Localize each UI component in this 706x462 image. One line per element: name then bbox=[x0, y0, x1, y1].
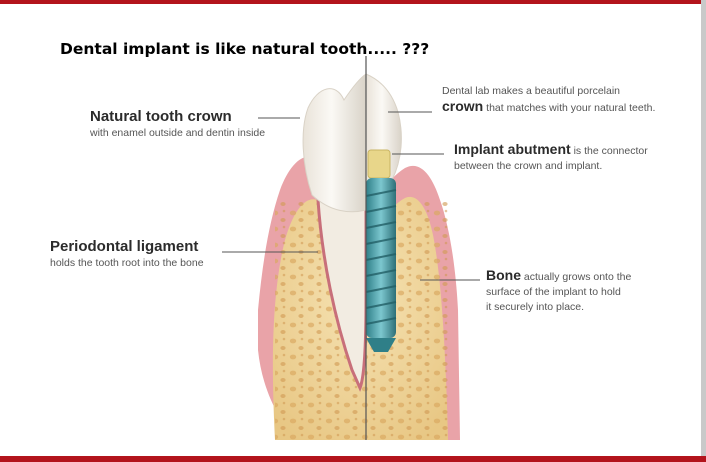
label-lab-crown: Dental lab makes a beautiful porcelain c… bbox=[442, 84, 655, 116]
bone-line2: surface of the implant to hold bbox=[486, 286, 621, 298]
bone-rest: actually grows onto the bbox=[521, 271, 631, 283]
bone-bold: Bone bbox=[486, 267, 521, 283]
bone-line3: it securely into place. bbox=[486, 301, 584, 313]
label-natural-crown: Natural tooth crown with enamel outside … bbox=[90, 108, 265, 139]
abutment-bold: Implant abutment bbox=[454, 141, 571, 157]
ligament-sub: holds the tooth root into the bone bbox=[50, 257, 204, 269]
label-bone: Bone actually grows onto the surface of … bbox=[486, 268, 631, 315]
natural-crown-title: Natural tooth crown bbox=[90, 108, 265, 125]
lab-crown-rest: that matches with your natural teeth. bbox=[483, 102, 655, 114]
abutment-rest: is the connector bbox=[571, 145, 648, 157]
headline: Dental implant is like natural tooth....… bbox=[60, 40, 429, 58]
label-abutment: Implant abutment is the connector betwee… bbox=[454, 142, 648, 174]
right-edge bbox=[701, 0, 706, 462]
bottom-border bbox=[0, 456, 706, 462]
natural-tooth-crown bbox=[303, 74, 366, 212]
natural-crown-sub: with enamel outside and dentin inside bbox=[90, 127, 265, 139]
lab-crown-line1: Dental lab makes a beautiful porcelain bbox=[442, 85, 620, 97]
implant-abutment bbox=[368, 150, 390, 178]
label-ligament: Periodontal ligament holds the tooth roo… bbox=[50, 238, 204, 269]
lab-crown-bold: crown bbox=[442, 98, 483, 114]
ligament-title: Periodontal ligament bbox=[50, 238, 204, 255]
abutment-line2: between the crown and implant. bbox=[454, 160, 602, 172]
